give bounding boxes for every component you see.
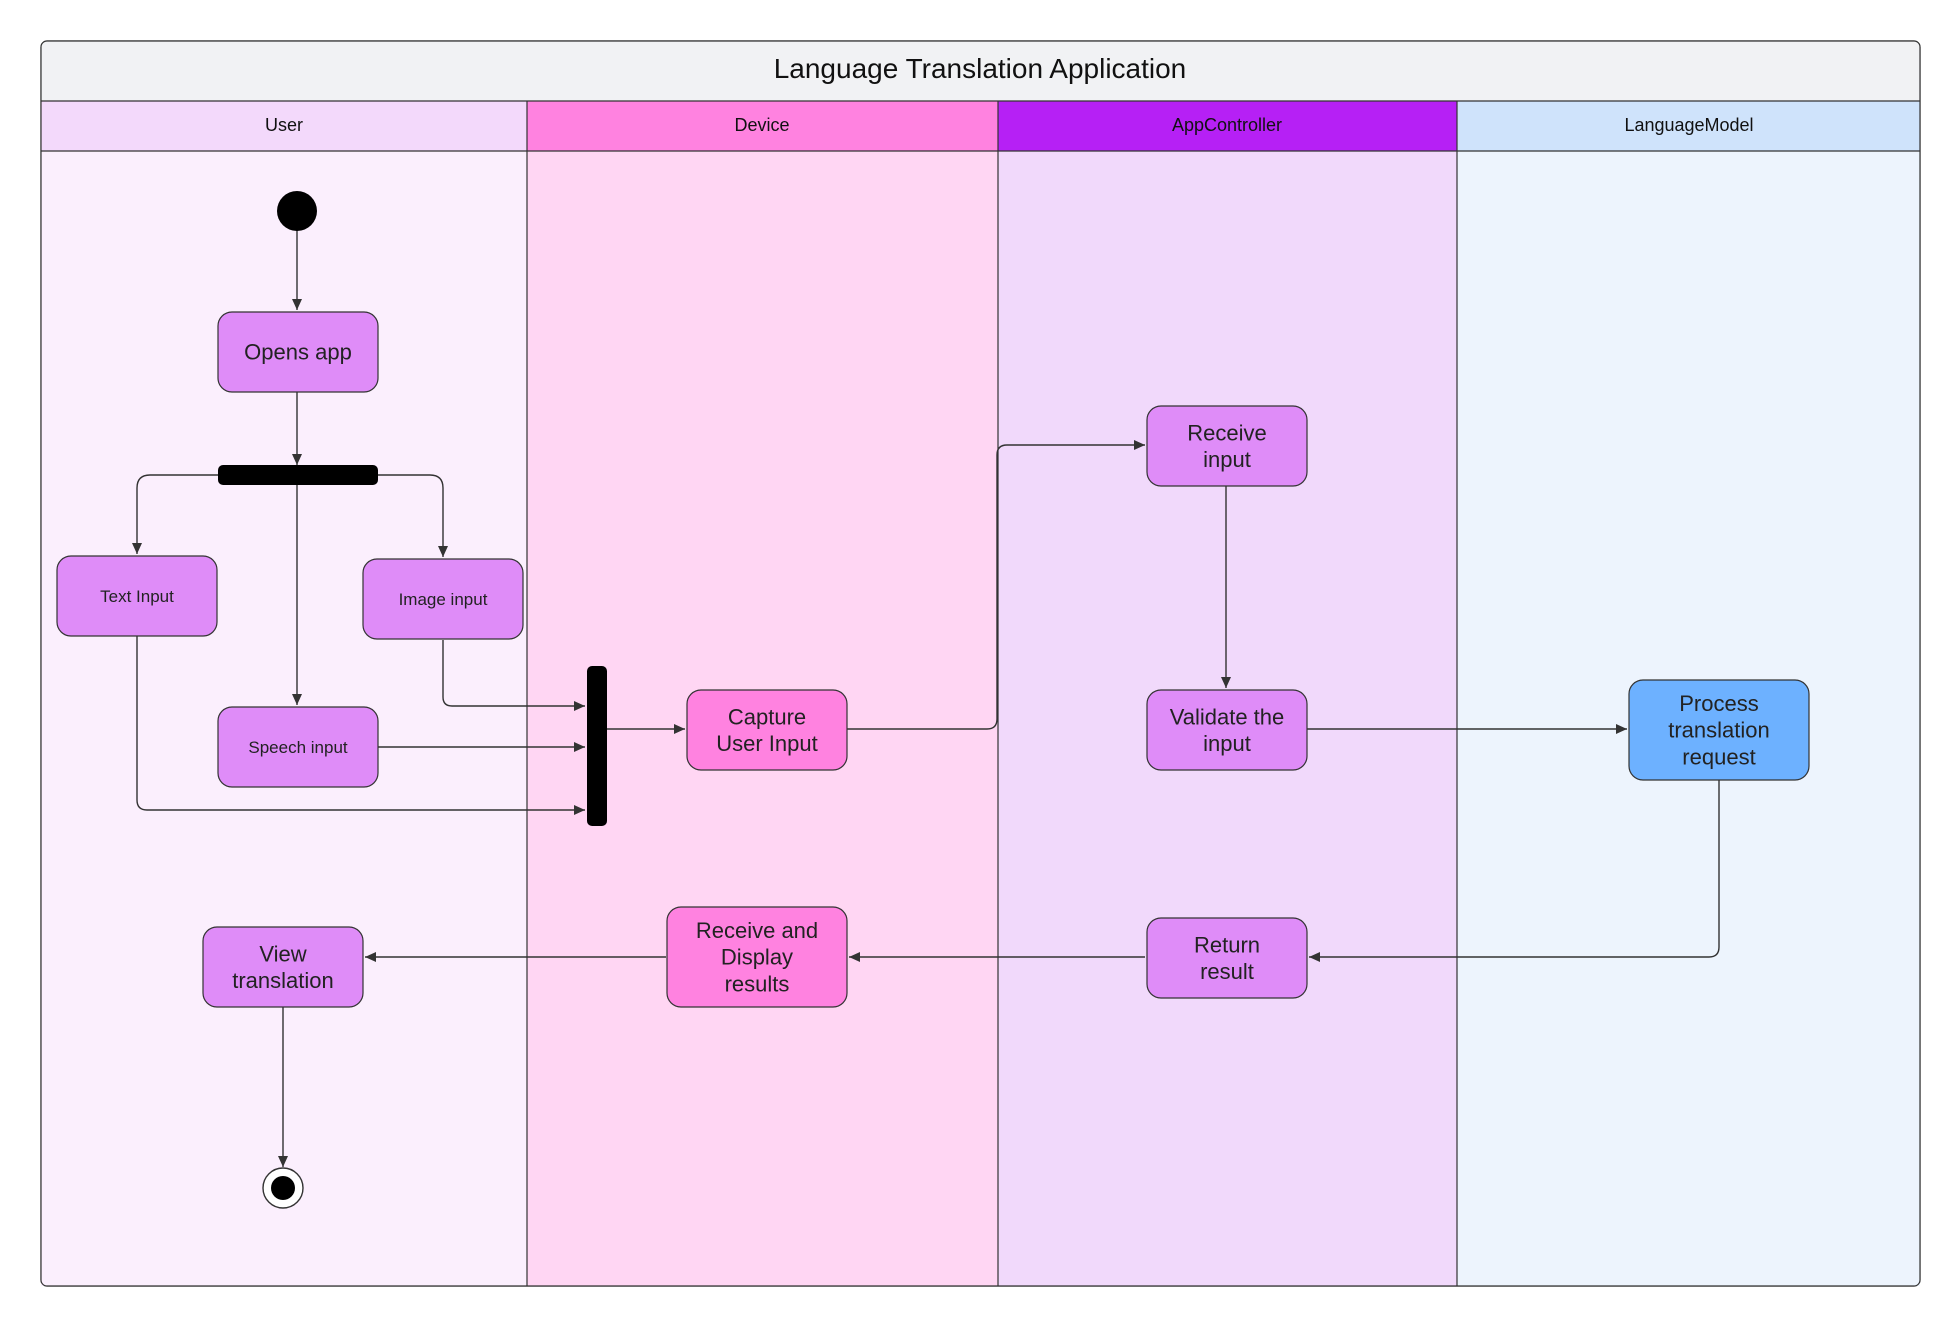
node-process-request-label: request (1682, 745, 1755, 770)
join-bar (587, 666, 607, 826)
lane-device: Device (527, 101, 998, 1286)
lane-languagemodel-label: LanguageModel (1624, 115, 1753, 135)
node-process-request-box (1628, 679, 1810, 781)
edge-image-input-to-join (442, 640, 585, 711)
edge-process-to-return (1309, 780, 1720, 962)
node-speech-input: Speech input (217, 706, 379, 788)
node-receive-display-label: Receive and (696, 918, 818, 943)
edge-fork-to-text-input (132, 474, 218, 554)
lane-user: User (41, 101, 527, 1286)
node-capture-user-input-box (686, 689, 848, 771)
edge-text-input-to-join (136, 636, 585, 815)
node-image-input-box (362, 558, 524, 640)
node-view-translation-label: translation (232, 968, 334, 993)
node-process-request-label: Process (1679, 691, 1758, 716)
node-return-result-label: result (1200, 959, 1254, 984)
lane-languagemodel-header (1457, 101, 1920, 151)
node-image-input: Image input (362, 558, 524, 640)
node-speech-input-label: Speech input (248, 738, 348, 757)
lane-appcontroller-header (998, 101, 1457, 151)
node-receive-display-label: results (725, 972, 790, 997)
lane-device-header (527, 101, 998, 151)
node-return-result-box (1146, 917, 1308, 999)
node-receive-display-box (666, 906, 848, 1008)
lane-appcontroller-label: AppController (1172, 115, 1282, 135)
end-node (262, 1167, 304, 1209)
node-receive-input-box (1146, 405, 1308, 487)
start-node (277, 191, 317, 231)
node-opens-app-box (217, 311, 379, 393)
node-process-request-label: translation (1668, 718, 1770, 743)
node-validate-input-label: input (1203, 731, 1251, 756)
node-validate-input-label: Validate the (1170, 704, 1285, 729)
node-receive-input-label: input (1203, 447, 1251, 472)
edge-capture-to-receive-input (847, 440, 1145, 730)
node-view-translation-label: View (259, 941, 306, 966)
lane-device-label: Device (734, 115, 789, 135)
node-view-translation-box (202, 926, 364, 1008)
lane-borders (40, 40, 1921, 1287)
node-image-input-label: Image input (399, 590, 488, 609)
fork-bar (218, 465, 378, 485)
node-return-result-label: Return (1194, 932, 1260, 957)
edge-fork-to-image-input (378, 474, 448, 557)
node-capture-user-input-label: Capture (728, 704, 806, 729)
node-text-input: Text Input (56, 555, 218, 637)
node-capture-user-input-label: User Input (716, 731, 818, 756)
node-receive-display-label: Display (721, 945, 793, 970)
node-speech-input-box (217, 706, 379, 788)
edges (132, 230, 1720, 1167)
node-text-input-label: Text Input (100, 587, 174, 606)
node-opens-app-label: Opens app (244, 340, 352, 365)
node-text-input-box (56, 555, 218, 637)
diagram-title: Language Translation Application (774, 53, 1187, 84)
node-opens-app: Opens app (217, 311, 379, 393)
lane-user-header (41, 101, 527, 151)
node-validate-input-box (1146, 689, 1308, 771)
lane-user-label: User (265, 115, 303, 135)
node-receive-input-label: Receive (1187, 420, 1266, 445)
